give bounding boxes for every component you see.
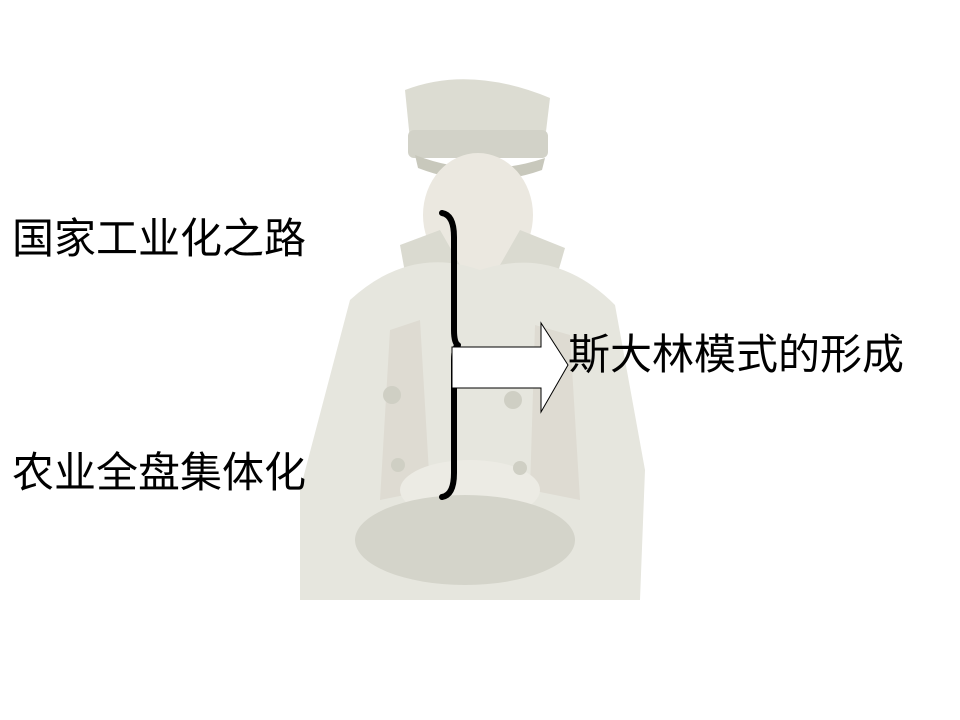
stalin-model-label: 斯大林模式的形成: [568, 330, 905, 379]
portrait-photo: [300, 79, 645, 600]
bracket-arrow-connector: [439, 210, 569, 500]
right-brace-icon: [439, 210, 461, 500]
industrialization-label: 国家工业化之路: [12, 214, 307, 263]
right-arrow-icon: [451, 321, 569, 414]
collectivization-label: 农业全盘集体化: [12, 448, 307, 497]
